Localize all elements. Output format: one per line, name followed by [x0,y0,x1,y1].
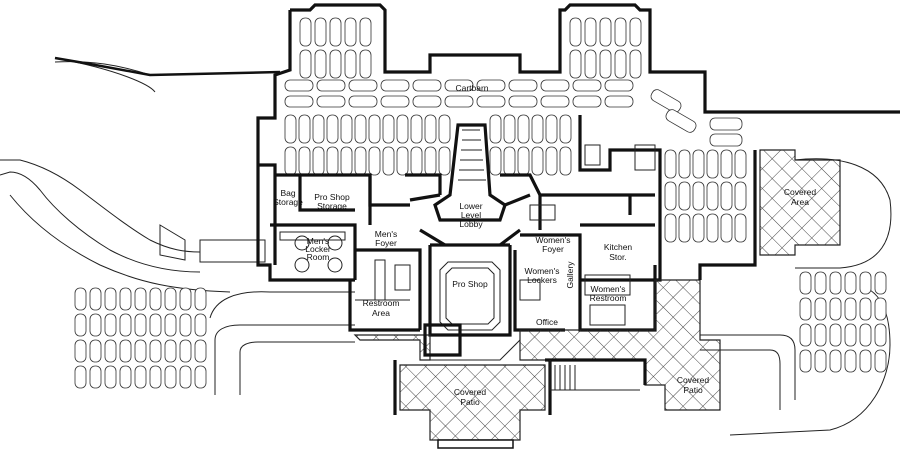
covered-patio-right-line2: Patio [683,385,703,395]
parking-left [74,287,207,389]
office-label: Office [536,317,558,327]
womens-lockers-line2: Lockers [527,275,557,285]
pro-shop-storage-line1: Pro Shop [314,192,350,202]
cartbarn: Cartbarn [256,3,900,282]
kitchen-stor-line2: Stor. [609,252,626,262]
womens-restroom-line1: Women's [590,284,625,294]
pro-shop-storage-line2: Storage [317,201,347,211]
covered-patio-center-line2: Patio [460,397,480,407]
covered-patio-center-line1: Covered [454,387,486,397]
covered-patio-center: Covered Patio [353,323,552,449]
room-labels: Lower Level Lobby Bag Storage Pro Shop S… [273,188,632,327]
pro-shop-label: Pro Shop [452,279,488,289]
covered-patio-right-line1: Covered [677,375,709,385]
mens-locker-room-line2: Locker [305,244,331,254]
bag-storage-line1: Bag [280,188,295,198]
womens-foyer-line1: Women's [535,235,570,245]
restroom-area-line1: Restroom [363,298,400,308]
covered-patio-right: Covered Patio [519,279,721,411]
kitchen-stor-line1: Kitchen [604,242,633,252]
covered-area-line1: Covered [784,187,816,197]
restroom-area-line2: Area [372,308,390,318]
mens-foyer-line2: Foyer [375,238,397,248]
mens-locker-room-line3: Room [307,252,330,262]
lower-level-lobby-line2: Level [461,210,481,220]
lower-level-lobby-line3: Lobby [459,219,483,229]
mens-locker-room-line1: Men's [307,236,329,246]
covered-area: Covered Area [698,149,841,280]
lobby-stair [409,123,531,247]
womens-restroom-line2: Restroom [590,293,627,303]
mens-foyer-line1: Men's [375,229,397,239]
lower-level-lobby-line1: Lower [459,201,482,211]
womens-foyer-line2: Foyer [542,244,564,254]
parking-right [799,271,887,373]
bag-storage-line2: Storage [273,197,303,207]
womens-lockers-line1: Women's [524,266,559,276]
cartbarn-label: Cartbarn [455,83,488,93]
pro-shop: Pro Shop [428,245,512,337]
covered-area-line2: Area [791,197,809,207]
gallery-label: Gallery [565,261,575,289]
